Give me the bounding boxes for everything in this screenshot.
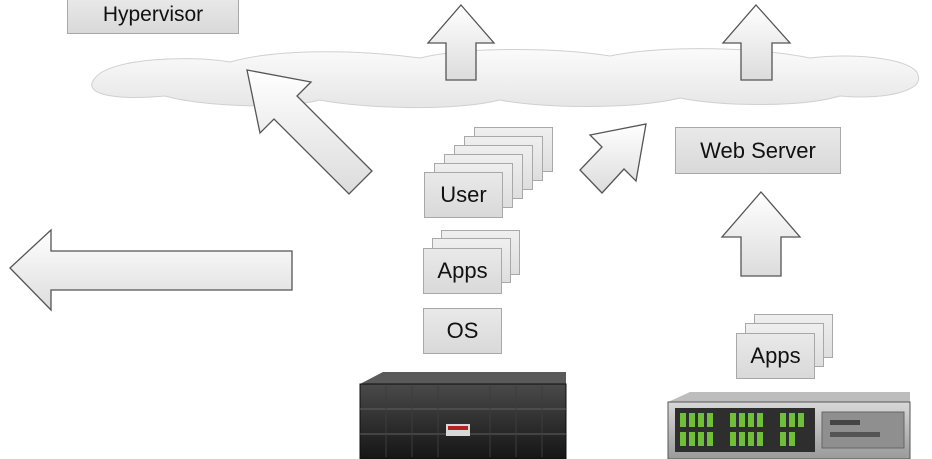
hypervisor-label: Hypervisor: [67, 0, 239, 34]
up-arrow-icon: [720, 191, 802, 277]
up-arrow-icon: [426, 4, 496, 81]
web-server-label: Web Server: [675, 127, 841, 174]
user-label: User: [424, 172, 503, 218]
rack-server-icon: [667, 392, 911, 459]
apps-label: Apps: [423, 248, 502, 294]
left-arrow-icon: [9, 228, 293, 312]
os-label: OS: [423, 308, 502, 354]
diagonal-arrow-icon: [246, 69, 373, 195]
storage-array-icon: [359, 372, 567, 459]
up-arrow-icon: [721, 4, 792, 81]
diagonal-arrow-icon: [579, 123, 647, 194]
apps-label: Apps: [736, 333, 815, 379]
cloud-icon: [91, 48, 920, 109]
